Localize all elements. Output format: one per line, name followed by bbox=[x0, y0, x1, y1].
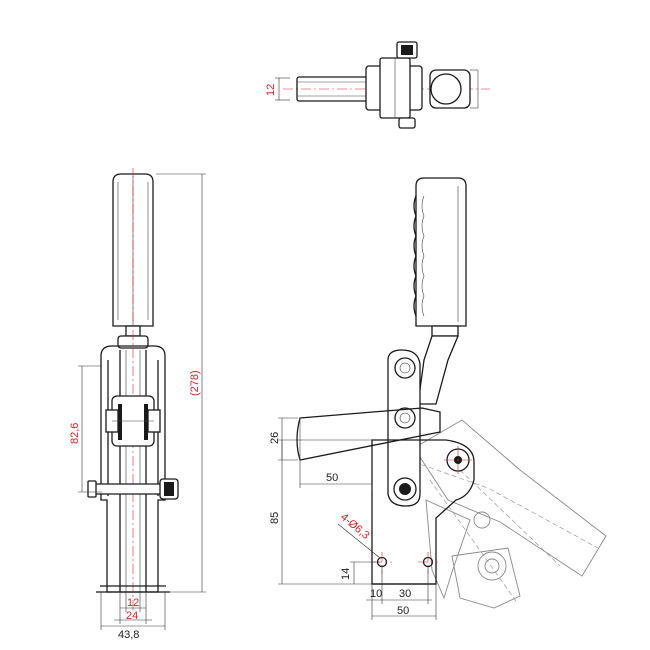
dim-hole-edge-h: 10 bbox=[370, 588, 382, 600]
dim-base-width-mid: 24 bbox=[126, 610, 138, 622]
top-view: 12 bbox=[265, 41, 490, 129]
dim-hole-pitch: 30 bbox=[399, 588, 411, 600]
front-view: (278) 82,6 12 24 43,8 bbox=[69, 168, 206, 641]
dim-body-height-front: 82,6 bbox=[69, 423, 81, 444]
side-view: 26 50 85 4-Ø6,3 14 10 30 50 bbox=[269, 177, 607, 620]
dim-side-reach: 50 bbox=[326, 472, 338, 484]
dim-handle-travel: (278) bbox=[189, 370, 201, 396]
dim-hole-edge-v: 14 bbox=[340, 568, 352, 580]
dim-side-base-height: 85 bbox=[269, 512, 281, 524]
dim-top-view-width: 12 bbox=[265, 84, 277, 96]
dim-base-width-inner: 12 bbox=[127, 597, 139, 609]
dim-base-width-total: 43,8 bbox=[118, 629, 139, 641]
dim-side-offset-top: 26 bbox=[269, 432, 281, 444]
dim-base-length: 50 bbox=[397, 605, 409, 617]
